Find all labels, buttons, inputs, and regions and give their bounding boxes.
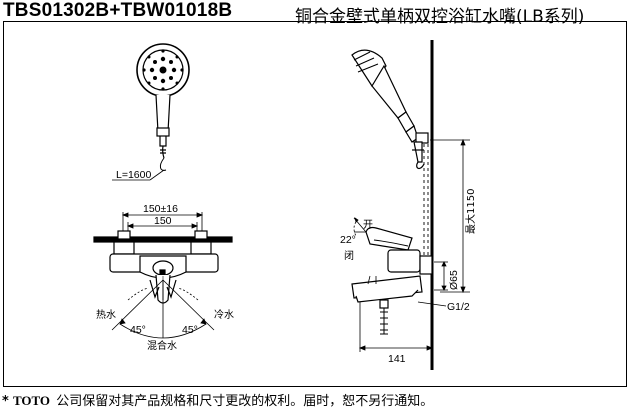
footnote-star: *	[2, 394, 9, 409]
open-label: 开	[363, 220, 373, 231]
hot-water-label: 热水	[96, 308, 116, 321]
closed-label: 闭	[344, 249, 354, 262]
front-dim-inner: 150	[154, 215, 172, 227]
product-name: 铜合金壁式单柄双控浴缸水嘴(LB系列)	[295, 7, 585, 27]
side-shower-head	[351, 49, 429, 170]
brand-logo-text: TOTO	[12, 393, 51, 408]
front-view-arcs	[111, 279, 215, 339]
footer-notice-text: 公司保留对其产品规格和尺寸更改的权利。届时，恕不另行通知。	[56, 394, 434, 409]
depth-label: 141	[388, 353, 406, 365]
max-height-dimension	[430, 138, 470, 294]
model-number: TBS01302B+TBW01018B	[3, 0, 233, 21]
angle-right-label: 45°	[182, 324, 198, 336]
hose-length-label: L=1600	[116, 169, 151, 181]
hand-shower-illustration	[136, 43, 190, 171]
diameter-label: Ø65	[448, 270, 460, 290]
side-riser-dashed	[423, 144, 429, 270]
depth-dimension	[358, 302, 434, 352]
side-mixer-body	[351, 226, 433, 335]
angle-left-label: 45°	[130, 324, 146, 336]
drawing-frame	[3, 21, 627, 387]
max-height-label: 最大1150	[464, 189, 477, 234]
mixed-water-label: 混合水	[147, 339, 177, 352]
front-view-body	[93, 230, 233, 304]
lever-arc	[353, 217, 367, 237]
lever-angle-label: 22°	[340, 234, 356, 246]
footer-notice: * TOTO 公司保留对其产品规格和尺寸更改的权利。届时，恕不另行通知。	[2, 390, 433, 409]
front-dim-outer: 150±16	[143, 203, 178, 215]
cold-water-label: 冷水	[214, 308, 234, 321]
hose-callout: L=1600	[112, 169, 165, 181]
thread-label: G1/2	[447, 301, 470, 313]
diameter-callout	[417, 261, 448, 307]
